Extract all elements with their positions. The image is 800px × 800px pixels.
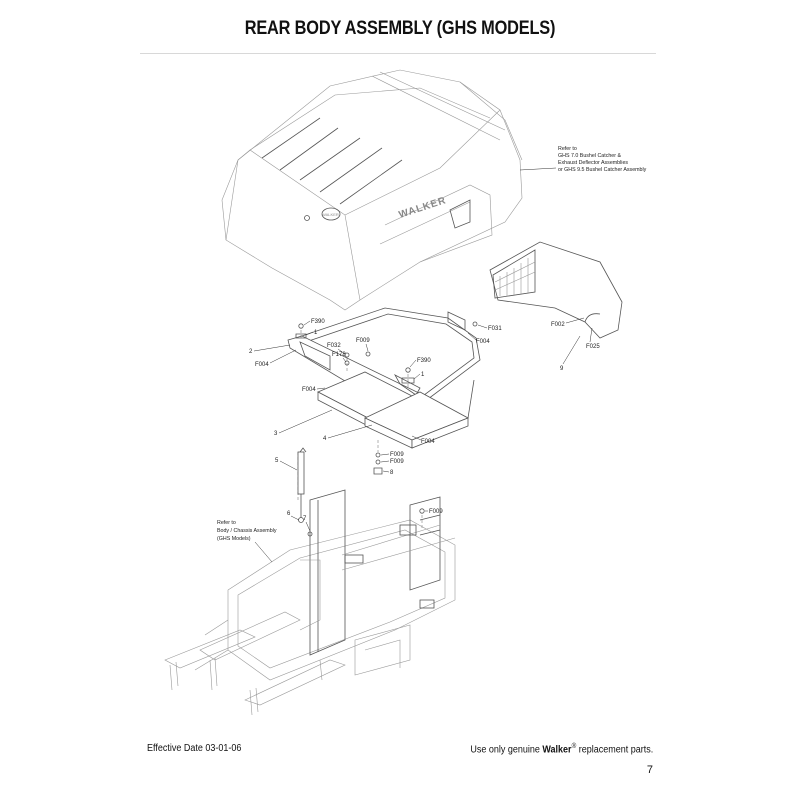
callout-5: 5 [275, 458, 279, 464]
callout-8: 8 [390, 470, 394, 476]
callout-f009: F009 [390, 459, 404, 465]
callout-f009: F009 [390, 452, 404, 458]
footer-note-suffix: replacement parts. [578, 744, 653, 756]
note-line: Refer to [217, 520, 236, 526]
chassis-reference-note: Refer to Body / Chassis Assembly (GHS Mo… [217, 520, 277, 563]
note-line: Exhaust Deflector Assemblies [558, 160, 628, 166]
callout-f390: F390 [417, 358, 431, 364]
rear-body-shell [221, 69, 523, 311]
callout-f002: F002 [551, 322, 565, 328]
callout-f031: F031 [488, 326, 502, 332]
genuine-parts-note: Use only genuine Walker® replacement par… [470, 743, 653, 755]
callout-f009: F009 [356, 338, 370, 344]
callout-2: 2 [249, 349, 253, 355]
note-line: or GHS 9.5 Bushel Catcher Assembly [558, 167, 647, 173]
callout-f025: F025 [586, 344, 600, 350]
callout-7: 7 [303, 516, 307, 522]
brand-logo-small: WALKER [322, 212, 339, 217]
callout-f004: F004 [421, 439, 435, 445]
callout-f004: F004 [255, 362, 269, 368]
note-line: (GHS Models) [217, 536, 251, 542]
page-number: 7 [646, 764, 653, 776]
exhaust-deflector [489, 241, 623, 339]
title-divider [140, 53, 656, 54]
catcher-reference-note: Refer to GHS 7.0 Bushel Catcher & Exhaus… [519, 146, 647, 173]
footer-note-prefix: Use only genuine [470, 744, 540, 756]
callout-9: 9 [560, 366, 564, 372]
callout-f004: F004 [476, 339, 490, 345]
footer-brand: Walker [542, 744, 572, 756]
note-line: Body / Chassis Assembly [217, 528, 277, 534]
registered-mark: ® [571, 743, 576, 750]
effective-date: Effective Date 03-01-06 [147, 743, 242, 754]
callout-f032: F032 [327, 343, 341, 349]
callout-f178: F178 [332, 352, 346, 358]
callout-6: 6 [287, 511, 291, 517]
callout-f004: F004 [302, 387, 316, 393]
note-line: Refer to [558, 146, 577, 152]
callout-1: 1 [421, 372, 425, 378]
callout-labels: F390 1 2 F004 F032 F178 F009 F390 1 F004… [249, 319, 502, 532]
callout-1: 1 [314, 330, 318, 336]
floor-panels [317, 371, 475, 449]
chassis-frame [164, 489, 456, 716]
callout-f390: F390 [311, 319, 325, 325]
page-title: REAR BODY ASSEMBLY (GHS MODELS) [244, 18, 556, 39]
note-line: GHS 7.0 Bushel Catcher & [558, 153, 621, 159]
hardware-fasteners [295, 321, 478, 514]
callout-3: 3 [274, 431, 278, 437]
callout-f009: F009 [429, 509, 443, 515]
brand-logo-large: WALKER [398, 195, 448, 221]
callout-4: 4 [323, 436, 327, 442]
